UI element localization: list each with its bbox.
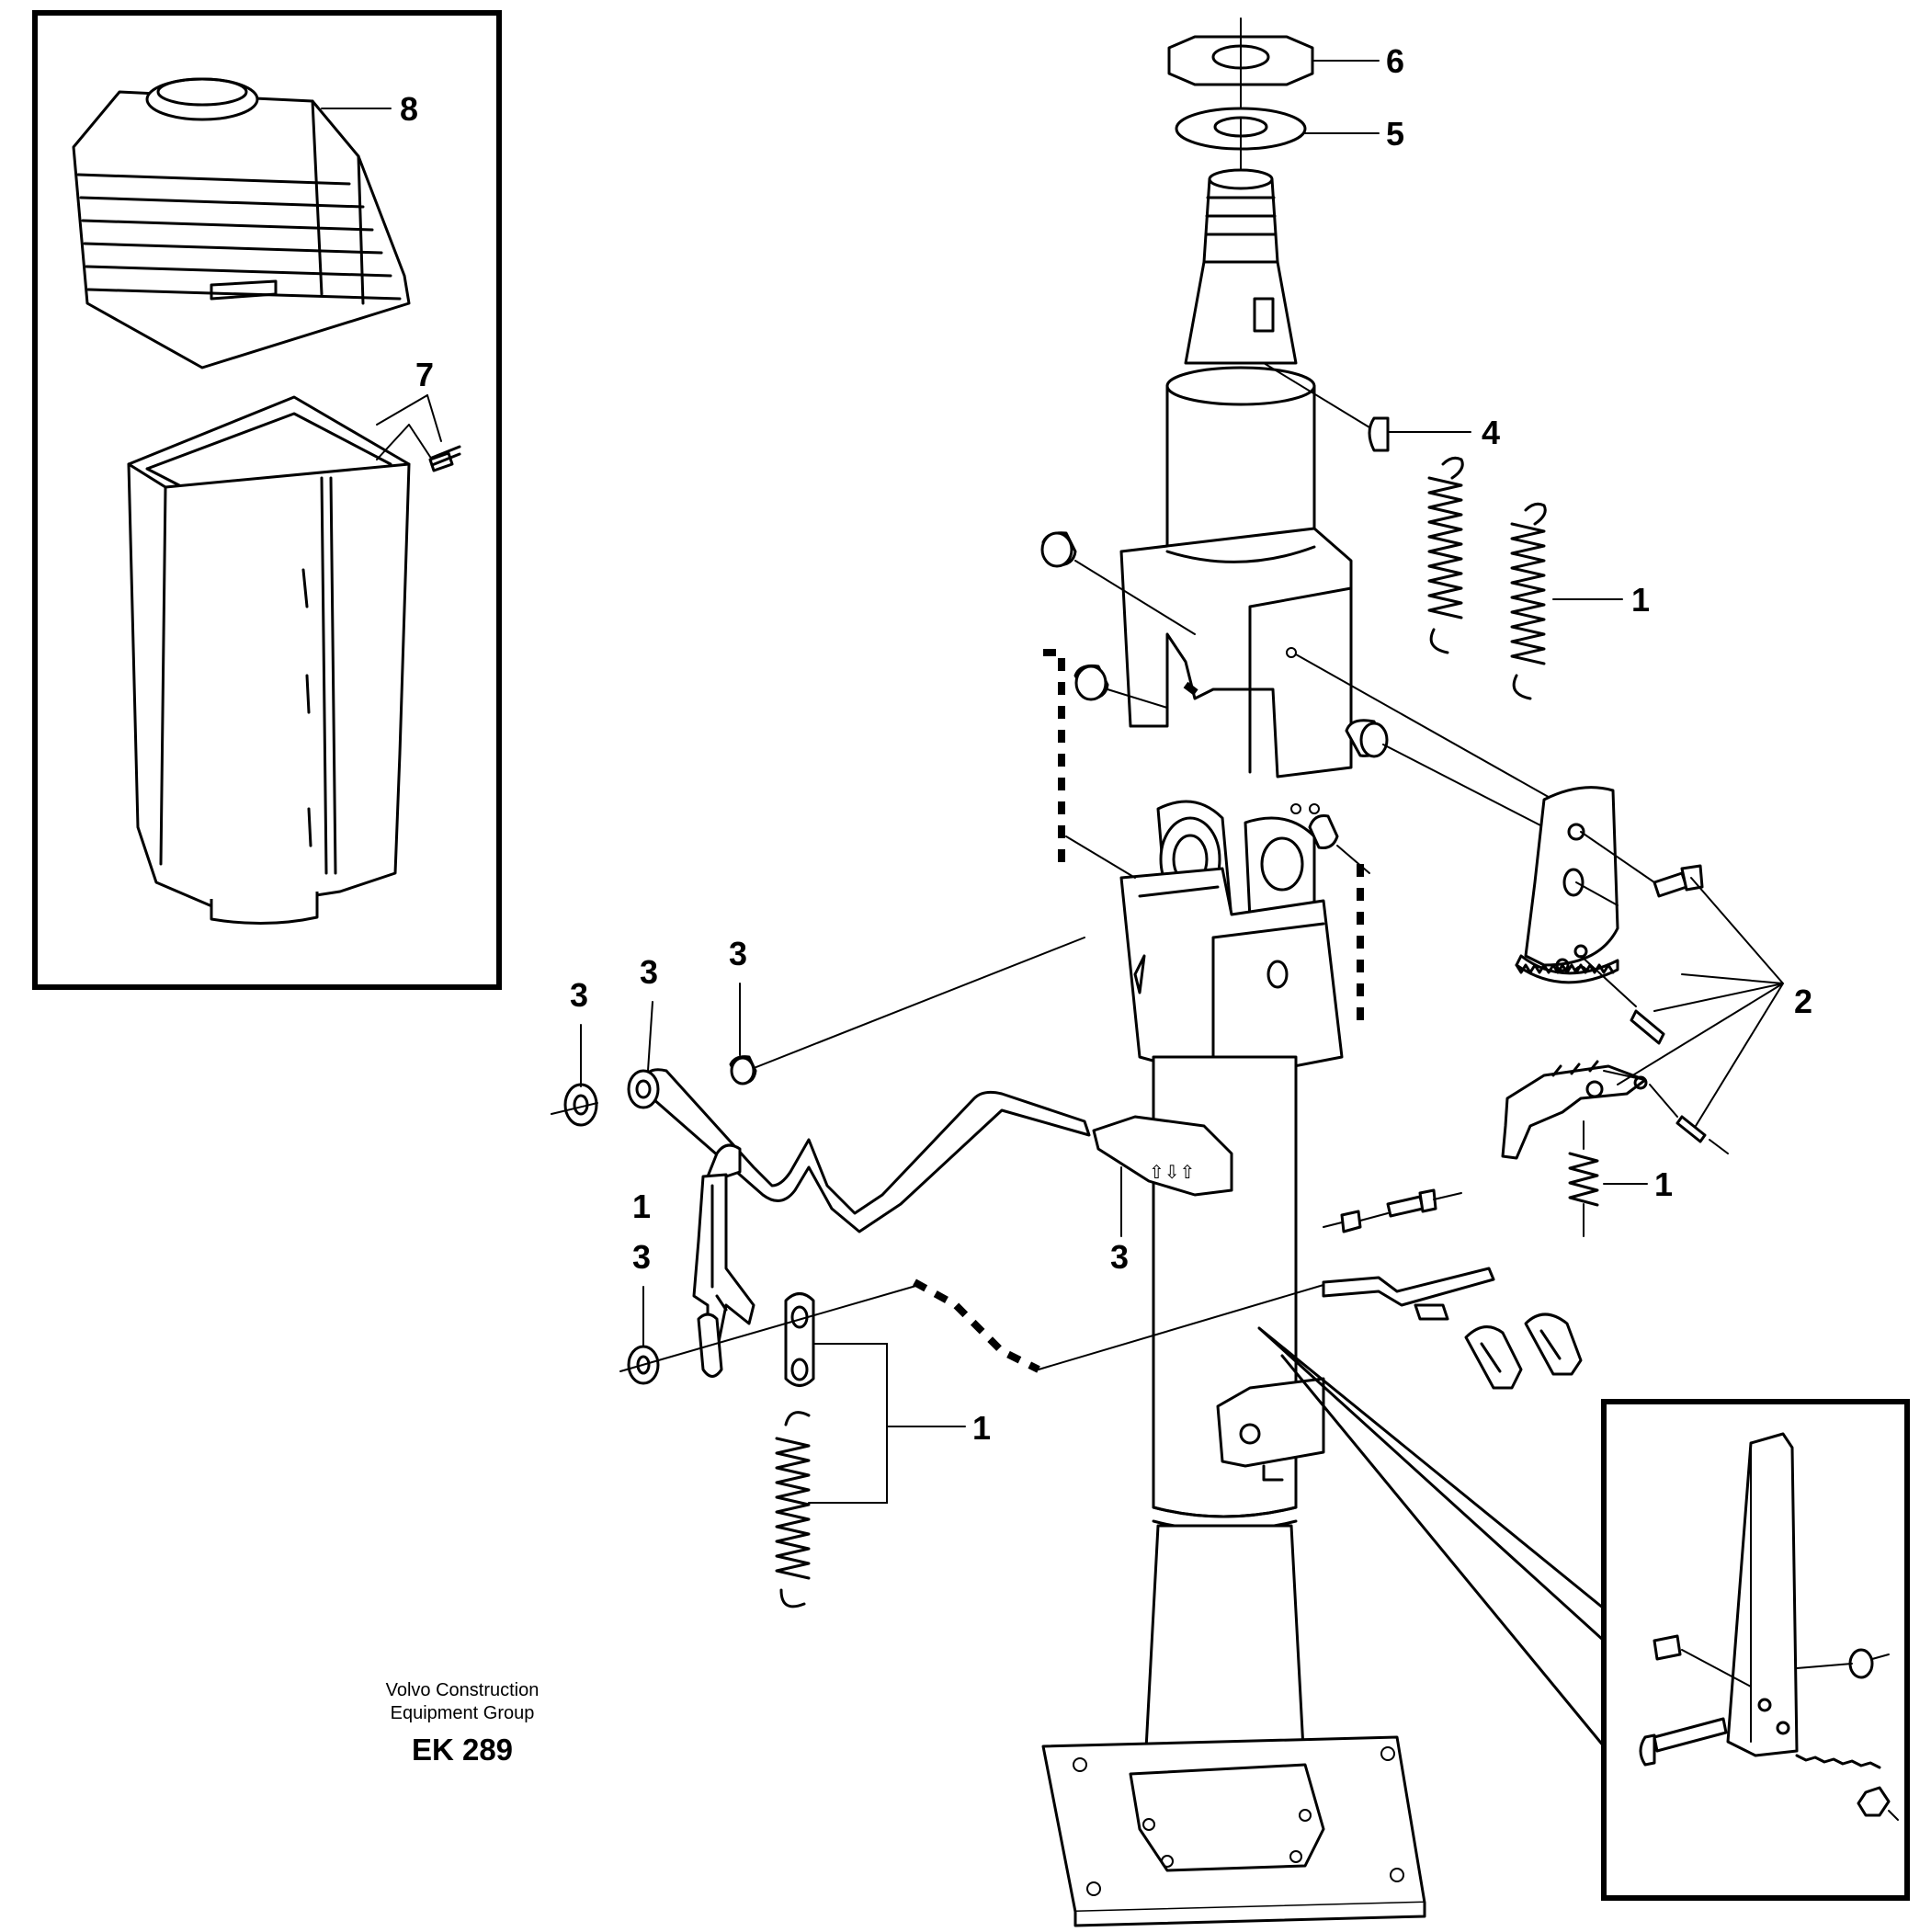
key-part <box>1263 362 1471 452</box>
sector-plate <box>1515 786 1704 1045</box>
callout-5: 5 <box>1386 115 1404 153</box>
callout-1-springs: 1 <box>1631 581 1650 619</box>
credit-line-1: Volvo Construction <box>386 1680 540 1700</box>
callout-2: 2 <box>1794 983 1812 1020</box>
steering-column <box>1041 17 1426 1927</box>
callout-3-left: 3 <box>570 976 588 1014</box>
callout-1-lower-spring: 1 <box>972 1409 991 1447</box>
callout-7: 7 <box>415 356 434 393</box>
gear-lever-linkage: ⇧⇩⇧ <box>551 937 1583 1608</box>
compression-spring <box>1568 1120 1599 1237</box>
callout-4: 4 <box>1482 414 1500 451</box>
diagram-code: EK 289 <box>412 1733 513 1767</box>
rubber-boot <box>72 77 411 369</box>
callout-8: 8 <box>400 90 418 128</box>
tension-springs <box>1427 456 1547 700</box>
callout-3-bush: 3 <box>729 935 747 972</box>
credit-line-2: Equipment Group <box>391 1703 535 1723</box>
detent-lever <box>1501 1060 1729 1160</box>
housing <box>127 395 461 926</box>
handle-marking: ⇧⇩⇧ <box>1149 1163 1195 1183</box>
callout-6: 6 <box>1386 42 1404 80</box>
callout-1-small-spring: 1 <box>1654 1165 1673 1203</box>
detail-inset <box>1257 1326 1910 1901</box>
inset-frame-boot <box>32 10 502 990</box>
callout-3-mid: 3 <box>640 953 658 991</box>
rubber-bushes <box>1040 531 1554 879</box>
callout-1-lever: 1 <box>632 1188 651 1225</box>
callout-3-lever: 3 <box>632 1238 651 1276</box>
callout-3-handle: 3 <box>1110 1238 1129 1276</box>
